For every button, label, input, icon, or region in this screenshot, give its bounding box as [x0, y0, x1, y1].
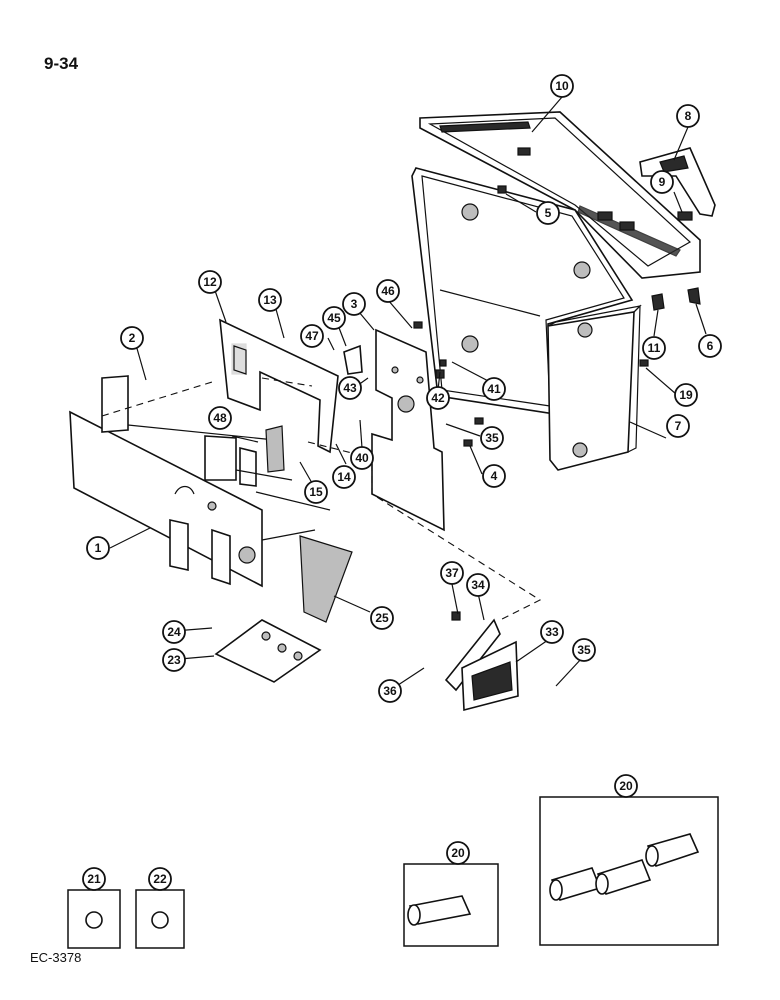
- callout-37: 37: [440, 561, 464, 585]
- svg-text:41: 41: [487, 382, 501, 396]
- svg-text:11: 11: [648, 341, 661, 355]
- callout-46: 46: [376, 279, 400, 303]
- callout-14: 14: [332, 465, 356, 489]
- callout-40: 40: [350, 446, 374, 470]
- svg-text:40: 40: [355, 451, 369, 465]
- inset-box-three-sleeves: [539, 796, 719, 946]
- callout-19: 19: [674, 383, 698, 407]
- svg-text:3: 3: [351, 297, 358, 311]
- svg-text:20: 20: [451, 846, 465, 860]
- callout-48: 48: [208, 406, 232, 430]
- svg-text:19: 19: [679, 388, 693, 402]
- callout-41: 41: [482, 377, 506, 401]
- switch-bracket: [444, 611, 519, 712]
- callout-35-lower: 35: [572, 638, 596, 662]
- callout-35-upper: 35: [480, 426, 504, 450]
- svg-text:13: 13: [263, 293, 277, 307]
- callout-2: 2: [120, 326, 144, 350]
- svg-text:25: 25: [375, 611, 389, 625]
- page-number: 9-34: [44, 54, 79, 73]
- main-mounting-plate: [69, 375, 331, 588]
- callout-36: 36: [378, 679, 402, 703]
- callout-20-small: 20: [446, 841, 470, 865]
- svg-text:34: 34: [471, 578, 485, 592]
- callout-8: 8: [676, 104, 700, 128]
- svg-text:24: 24: [167, 625, 181, 639]
- callout-5: 5: [536, 201, 560, 225]
- svg-text:5: 5: [545, 206, 552, 220]
- callout-23: 23: [162, 648, 186, 672]
- svg-text:37: 37: [445, 566, 459, 580]
- svg-text:4: 4: [491, 469, 498, 483]
- svg-text:43: 43: [343, 381, 357, 395]
- svg-text:42: 42: [431, 391, 445, 405]
- callout-12: 12: [198, 270, 222, 294]
- leader-lines: [109, 96, 707, 690]
- svg-text:15: 15: [309, 485, 323, 499]
- callout-34: 34: [466, 573, 490, 597]
- callout-24: 24: [162, 620, 186, 644]
- callout-43: 43: [338, 376, 362, 400]
- callout-1: 1: [86, 536, 110, 560]
- svg-text:35: 35: [577, 643, 591, 657]
- svg-text:14: 14: [337, 470, 351, 484]
- callout-13: 13: [258, 288, 282, 312]
- inset-box-single-sleeve: [403, 863, 499, 947]
- svg-text:1: 1: [95, 541, 102, 555]
- svg-text:7: 7: [675, 419, 682, 433]
- callout-9: 9: [650, 170, 674, 194]
- callout-25: 25: [370, 606, 394, 630]
- callout-3: 3: [342, 292, 366, 316]
- inset-box-plug-21: [67, 889, 121, 949]
- callout-15: 15: [304, 480, 328, 504]
- svg-text:45: 45: [327, 311, 341, 325]
- fasteners-upper: [413, 185, 701, 447]
- illustration-code: EC-3378: [30, 950, 82, 965]
- foam-pad: [299, 535, 353, 623]
- side-mounting-plate: [371, 328, 445, 532]
- callout-45: 45: [322, 306, 346, 330]
- svg-text:48: 48: [213, 411, 227, 425]
- console-end-cover: [639, 147, 716, 221]
- svg-text:35: 35: [485, 431, 499, 445]
- callout-21: 21: [82, 867, 106, 891]
- svg-text:9: 9: [659, 175, 666, 189]
- console-top-panel: [419, 111, 701, 279]
- callout-11: 11: [642, 336, 666, 360]
- callout-22: 22: [148, 867, 172, 891]
- slotted-rear-plate: [219, 318, 339, 454]
- side-shroud: [411, 167, 642, 471]
- svg-text:12: 12: [203, 275, 217, 289]
- svg-text:6: 6: [707, 339, 714, 353]
- svg-text:8: 8: [685, 109, 692, 123]
- callout-20-large: 20: [614, 774, 638, 798]
- base-plate: [214, 619, 322, 683]
- callout-47: 47: [300, 324, 324, 348]
- inset-box-plug-22: [135, 889, 185, 949]
- callout-4: 4: [482, 464, 506, 488]
- gasket-strip: [265, 425, 285, 473]
- svg-text:2: 2: [129, 331, 136, 345]
- svg-text:36: 36: [383, 684, 397, 698]
- svg-text:47: 47: [305, 329, 319, 343]
- svg-text:22: 22: [153, 872, 167, 886]
- svg-text:21: 21: [87, 872, 101, 886]
- svg-text:23: 23: [167, 653, 181, 667]
- callout-42: 42: [426, 386, 450, 410]
- svg-text:10: 10: [555, 79, 569, 93]
- svg-text:33: 33: [545, 625, 559, 639]
- svg-text:46: 46: [381, 284, 395, 298]
- svg-text:20: 20: [619, 779, 633, 793]
- callout-6: 6: [698, 334, 722, 358]
- small-bracket: [343, 344, 363, 375]
- callout-10: 10: [550, 74, 574, 98]
- callout-7: 7: [666, 414, 690, 438]
- callout-33: 33: [540, 620, 564, 644]
